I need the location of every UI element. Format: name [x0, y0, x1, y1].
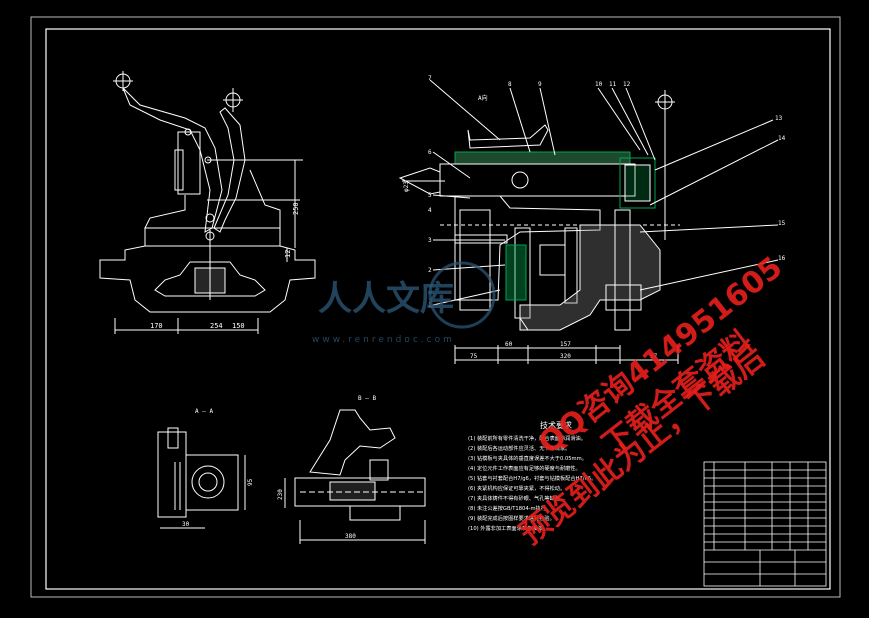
outer-border — [30, 16, 841, 598]
logo-circle-icon — [428, 261, 496, 329]
section-bb-label: B — B — [358, 395, 376, 402]
dim-left-3: 150 — [232, 322, 245, 330]
note-line-7: (7) 夹具体铸件不得有砂眼、气孔等缺陷。 — [468, 494, 565, 502]
dim-aa-2: 95 — [247, 478, 254, 486]
note-line-6: (6) 夹紧机构应保证可靠夹紧，不得松动。 — [468, 484, 565, 492]
dim-aa-1: 30 — [182, 521, 190, 528]
dim-right-5: 57 — [650, 353, 658, 360]
part-num-left-1: 6 — [428, 149, 432, 156]
logo-text: 人人文库 — [318, 279, 454, 319]
note-line-9: (9) 装配完成后按图样要求进行检验。 — [468, 514, 555, 522]
part-num-top-4: 10 — [595, 81, 603, 88]
notes-title: 技术要求 — [540, 420, 572, 430]
view-a-label: A向 — [478, 94, 488, 102]
part-num-right-1: 13 — [775, 115, 783, 122]
note-line-4: (4) 定位元件工作表面应有足够的硬度与耐磨性。 — [468, 464, 581, 472]
technical-notes: 技术要求 (1) 装配前所有零件清洗干净，配合表面涂润滑油。 (2) 装配后各运… — [468, 420, 596, 532]
part-num-left-4: 3 — [428, 237, 432, 244]
dim-left-small: 12 — [284, 250, 292, 258]
dim-right-1: 75 — [470, 353, 478, 360]
part-num-left-5: 2 — [428, 267, 432, 274]
part-num-right-4: 16 — [778, 255, 786, 262]
dim-bb-2: 230 — [277, 489, 284, 500]
dim-bb-1: 380 — [345, 533, 356, 540]
note-line-8: (8) 未注公差按GB/T1804-m执行。 — [468, 504, 551, 512]
dim-left-1: 170 — [150, 322, 163, 330]
dim-left-2: 254 — [210, 322, 223, 330]
part-num-left-2: 5 — [428, 192, 432, 199]
part-num-left-6: 1 — [428, 302, 432, 309]
dim-right-3: 157 — [560, 341, 571, 348]
dim-left-height: 250 — [292, 202, 300, 215]
note-line-2: (2) 装配后各运动部件应灵活、无卡滞现象。 — [468, 444, 570, 452]
part-num-top-1: 7 — [428, 75, 432, 82]
part-num-left-3: 4 — [428, 207, 432, 214]
dim-right-dia: φ23 — [403, 181, 410, 192]
main-view — [398, 79, 779, 364]
dim-right-2: 60 — [505, 341, 513, 348]
part-num-top-3: 9 — [538, 81, 542, 88]
part-num-top-5: 11 — [609, 81, 617, 88]
section-aa — [157, 427, 246, 529]
inner-frame — [45, 28, 831, 590]
section-aa-label: A — A — [195, 408, 213, 415]
part-num-right-3: 15 — [778, 220, 786, 227]
dim-right-4: 320 — [560, 353, 571, 360]
part-num-top-6: 12 — [623, 81, 631, 88]
left-view — [99, 71, 316, 334]
title-block — [703, 461, 827, 587]
watermark-logo: 人人文库 www.renrendoc.com — [312, 261, 496, 345]
part-num-top-2: 8 — [508, 81, 512, 88]
note-line-3: (3) 钻模板与夹具体的垂直度误差不大于0.05mm。 — [468, 454, 587, 462]
note-line-1: (1) 装配前所有零件清洗干净，配合表面涂润滑油。 — [468, 434, 586, 442]
section-bb — [284, 409, 426, 544]
note-line-10: (10) 外露非加工表面涂灰色油漆。 — [468, 524, 548, 532]
note-line-5: (5) 钻套与衬套配合H7/g6，衬套与钻模板配合H7/n6。 — [468, 474, 596, 482]
part-num-right-2: 14 — [778, 135, 786, 142]
logo-url: www.renrendoc.com — [312, 335, 455, 345]
